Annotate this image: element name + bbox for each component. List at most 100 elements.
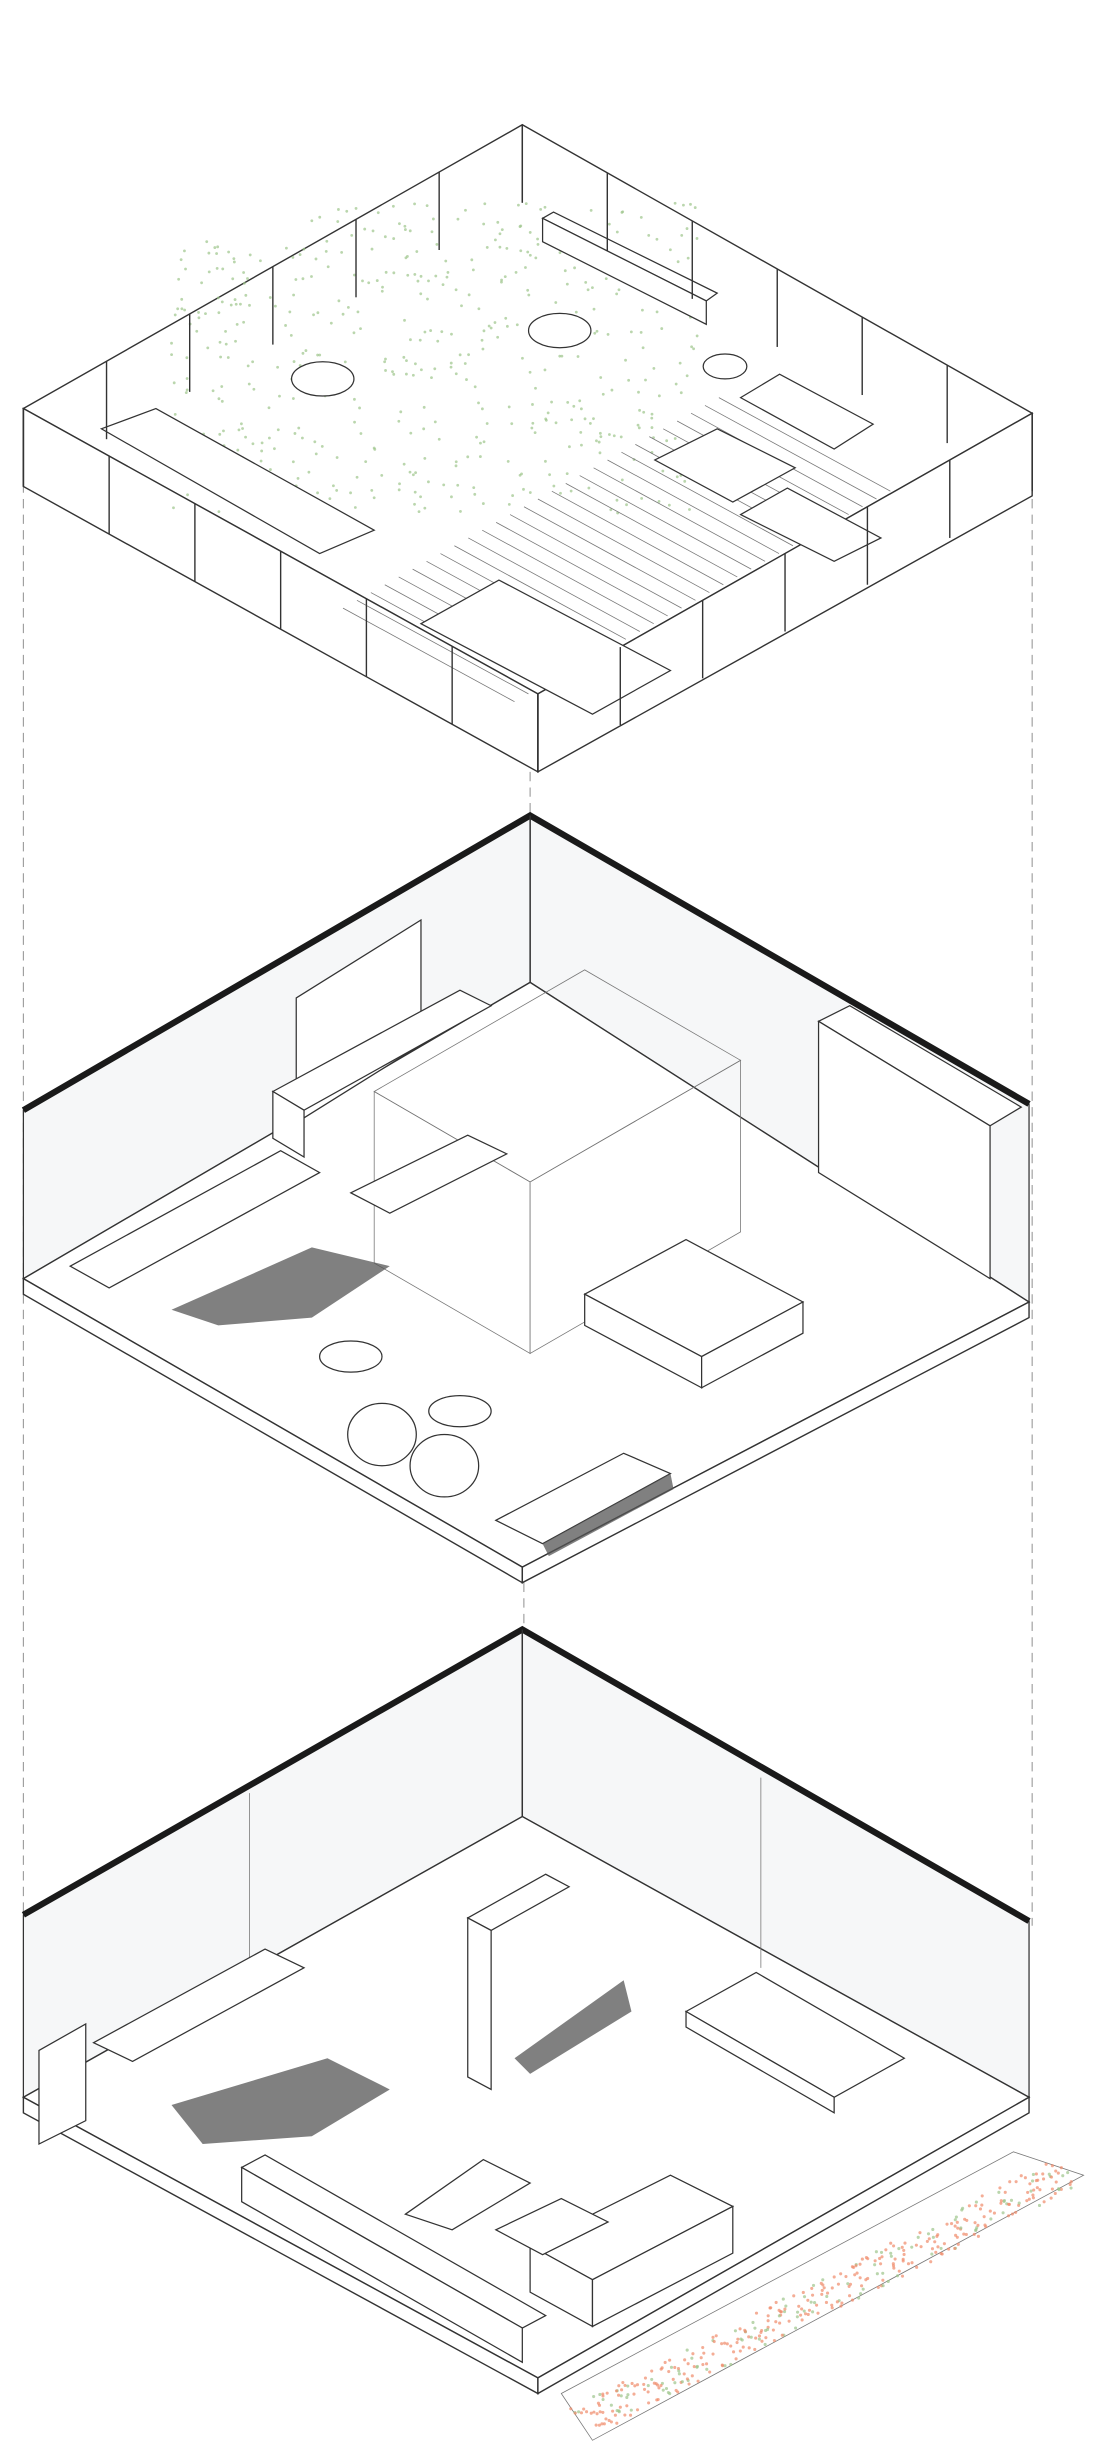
flower-dot bbox=[1037, 2203, 1042, 2208]
flower-dot bbox=[787, 2319, 791, 2323]
flower-dot bbox=[929, 2260, 933, 2264]
grass-dot bbox=[310, 275, 313, 278]
roof-terrace-level bbox=[21, 123, 1034, 774]
grass-dot bbox=[314, 257, 318, 261]
grass-dot bbox=[383, 360, 387, 364]
flower-dot bbox=[1059, 2166, 1063, 2170]
flower-dot bbox=[592, 2394, 596, 2399]
flower-dot bbox=[1038, 2188, 1042, 2192]
stair-shadow bbox=[171, 1247, 390, 1326]
grass-dot bbox=[580, 443, 583, 447]
grass-dot bbox=[496, 220, 500, 224]
flower-dot bbox=[835, 2300, 839, 2304]
grass-dot bbox=[416, 279, 420, 283]
grass-dot bbox=[504, 316, 508, 320]
grass-dot bbox=[296, 477, 300, 480]
grass-dot bbox=[599, 435, 603, 439]
flower-dot bbox=[860, 2284, 864, 2288]
grass-dot bbox=[637, 426, 641, 430]
flower-dot bbox=[806, 2312, 810, 2317]
flower-dot bbox=[956, 2242, 960, 2246]
grass-dot bbox=[403, 224, 407, 228]
flower-dot bbox=[729, 2362, 733, 2367]
grass-dot bbox=[335, 456, 339, 459]
flower-dot bbox=[696, 2379, 700, 2383]
grass-dot bbox=[242, 271, 246, 274]
flower-dot bbox=[682, 2372, 686, 2376]
grass-dot bbox=[220, 399, 224, 403]
flower-dot bbox=[655, 2398, 659, 2402]
plants bbox=[319, 1340, 492, 1498]
flower-dot bbox=[825, 2291, 830, 2295]
grass-dot bbox=[615, 498, 619, 502]
flower-dot bbox=[620, 2388, 624, 2392]
grass-dot bbox=[678, 361, 682, 365]
flower-dot bbox=[850, 2298, 855, 2302]
flower-dot bbox=[926, 2232, 931, 2236]
grass-dot bbox=[219, 355, 222, 359]
grass-dot bbox=[427, 480, 430, 484]
flower-dot bbox=[601, 2394, 605, 2398]
grass-dot bbox=[217, 510, 221, 514]
grass-dot bbox=[456, 217, 460, 221]
flower-dot bbox=[797, 2304, 801, 2308]
flower-dot bbox=[855, 2271, 859, 2275]
flower-dot bbox=[807, 2308, 812, 2312]
grass-dot bbox=[534, 386, 537, 390]
flower-dot bbox=[936, 2233, 940, 2237]
grass-dot bbox=[593, 331, 597, 335]
flower-dot bbox=[1041, 2177, 1046, 2181]
grass-dot bbox=[313, 440, 317, 444]
flower-dot bbox=[918, 2231, 922, 2235]
flower-dot bbox=[623, 2383, 627, 2387]
grass-dot bbox=[470, 258, 474, 262]
flower-dot bbox=[615, 2409, 619, 2413]
grass-dot bbox=[459, 510, 462, 513]
grass-dot bbox=[485, 246, 489, 249]
grass-dot bbox=[588, 422, 592, 425]
flower-dot bbox=[875, 2272, 879, 2276]
flower-dot bbox=[974, 2204, 978, 2208]
grass-dot bbox=[595, 439, 598, 443]
flower-dot bbox=[601, 2410, 605, 2414]
grass-dot bbox=[413, 273, 417, 276]
grass-dot bbox=[639, 330, 643, 334]
grass-dot bbox=[639, 216, 643, 219]
flower-dot bbox=[934, 2250, 938, 2254]
grass-dot bbox=[487, 324, 491, 328]
grass-dot bbox=[565, 472, 569, 476]
grass-dot bbox=[692, 347, 696, 351]
flower-dot bbox=[600, 2422, 604, 2426]
flower-dot bbox=[897, 2269, 901, 2273]
grass-dot bbox=[248, 253, 252, 257]
flower-dot bbox=[774, 2300, 778, 2305]
grass-dot bbox=[450, 332, 453, 336]
grass-dot bbox=[526, 250, 530, 254]
flower-dot bbox=[815, 2303, 819, 2307]
grass-dot bbox=[693, 206, 697, 209]
grass-dot bbox=[534, 256, 538, 260]
cushion bbox=[527, 312, 592, 349]
grass-dot bbox=[234, 339, 237, 343]
grass-dot bbox=[609, 508, 613, 512]
flower-dot bbox=[760, 2339, 764, 2343]
flower-dot bbox=[605, 2391, 609, 2395]
grass-dot bbox=[667, 503, 671, 507]
grass-dot bbox=[483, 202, 487, 206]
grass-dot bbox=[288, 310, 292, 314]
flower-dot bbox=[680, 2380, 684, 2384]
grass-dot bbox=[423, 330, 427, 334]
grass-dot bbox=[324, 249, 328, 253]
grass-dot bbox=[599, 376, 603, 379]
grass-dot bbox=[446, 271, 450, 274]
flower-dot bbox=[919, 2245, 923, 2249]
flower-dot bbox=[642, 2382, 646, 2386]
flower-dot bbox=[660, 2366, 664, 2370]
grass-dot bbox=[185, 377, 189, 380]
flower-dot bbox=[866, 2276, 870, 2281]
flower-dot bbox=[857, 2296, 861, 2300]
grass-dot bbox=[284, 324, 287, 327]
flower-dot bbox=[959, 2226, 963, 2230]
flower-dot bbox=[579, 2411, 584, 2415]
flower-dot bbox=[714, 2334, 718, 2338]
